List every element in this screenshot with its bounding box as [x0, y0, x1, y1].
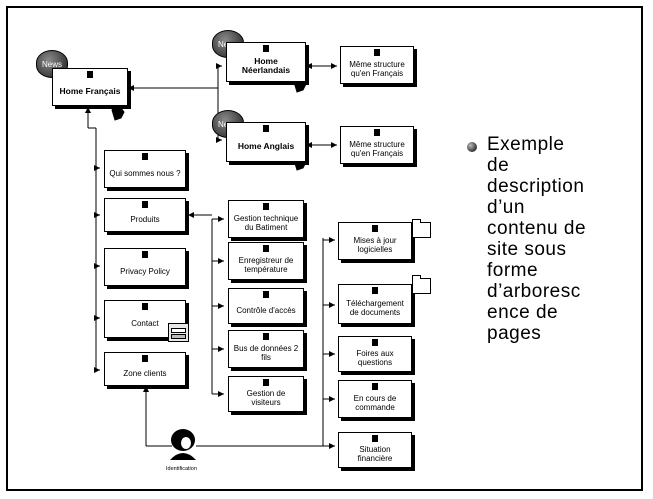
- box-label: Contact: [131, 318, 159, 328]
- page-icon: [263, 333, 269, 340]
- folder-icon: [412, 219, 431, 238]
- box-label: Situation financière: [357, 445, 393, 463]
- page-icon: [372, 339, 378, 346]
- box-label: Gestion de visiteurs: [246, 389, 286, 407]
- page-icon: [142, 303, 148, 310]
- box-label: Privacy Policy: [120, 266, 170, 276]
- same-structure-box: Même structure qu'en Français: [340, 126, 414, 164]
- page-icon: [374, 49, 380, 56]
- printer-icon: [168, 323, 189, 342]
- folder-icon: [412, 275, 431, 294]
- box-label: Produits: [130, 214, 160, 224]
- box-label: Home Anglais: [237, 140, 295, 151]
- home-francais-box: Home Français: [52, 68, 128, 106]
- produits-box: Produits: [104, 198, 186, 232]
- box-label: Mises à jour logicielles: [353, 236, 397, 254]
- box-label: Gestion technique du Batiment: [233, 214, 299, 232]
- foires-questions-box: Foires aux questions: [338, 336, 412, 372]
- box-label: Home Français: [59, 85, 121, 96]
- box-label: Contrôle d'accès: [236, 305, 296, 315]
- situation-financiere-box: Situation financière: [338, 432, 412, 468]
- box-label: Enregistreur de température: [238, 256, 294, 274]
- qui-sommes-nous-box: Qui sommes nous ?: [104, 150, 186, 188]
- page-icon: [372, 383, 378, 390]
- box-label: Bus de données 2 fils: [233, 344, 299, 362]
- controle-acces-box: Contrôle d'accès: [228, 288, 304, 324]
- gestion-visiteurs-box: Gestion de visiteurs: [228, 376, 304, 412]
- enregistreur-box: Enregistreur de température: [228, 242, 304, 280]
- description-text: Exemple de description d’un contenu de s…: [487, 134, 587, 344]
- page-icon: [142, 251, 148, 258]
- page-icon: [263, 379, 269, 386]
- bus-donnees-box: Bus de données 2 fils: [228, 330, 304, 368]
- box-label: Zone clients: [123, 368, 167, 378]
- page-icon: [142, 355, 148, 362]
- telechargement-box: Téléchargement de documents: [338, 284, 412, 324]
- box-label: Même structure qu'en Français: [349, 140, 405, 158]
- home-anglais-box: Home Anglais: [226, 122, 306, 162]
- box-label: Home Néerlandais: [241, 56, 291, 75]
- page-icon: [142, 201, 148, 208]
- box-label: Qui sommes nous ?: [109, 168, 181, 178]
- box-label: En cours de commande: [353, 394, 397, 412]
- page-icon: [263, 45, 269, 52]
- page-icon: [87, 71, 93, 78]
- box-label: Même structure qu'en Français: [349, 60, 405, 78]
- en-cours-commande-box: En cours de commande: [338, 380, 412, 418]
- page-icon: [372, 435, 378, 442]
- identification-label: Identification: [166, 466, 197, 472]
- page-icon: [142, 153, 148, 160]
- same-structure-box: Même structure qu'en Français: [340, 46, 414, 84]
- box-label: Foires aux questions: [356, 349, 394, 367]
- mises-a-jour-box: Mises à jour logicielles: [338, 222, 412, 260]
- home-neerlandais-box: Home Néerlandais: [226, 42, 306, 82]
- page-icon: [374, 129, 380, 136]
- page-icon: [263, 245, 269, 252]
- slide-frame: [6, 6, 643, 491]
- page-icon: [263, 125, 269, 132]
- page-icon: [372, 225, 378, 232]
- privacy-policy-box: Privacy Policy: [104, 248, 186, 286]
- page-icon: [372, 287, 378, 294]
- page-icon: [263, 291, 269, 298]
- zone-clients-box: Zone clients: [104, 352, 186, 386]
- box-label: Téléchargement de documents: [346, 299, 404, 317]
- gestion-technique-box: Gestion technique du Batiment: [228, 200, 304, 238]
- bullet-icon: [467, 142, 477, 152]
- page-icon: [263, 203, 269, 210]
